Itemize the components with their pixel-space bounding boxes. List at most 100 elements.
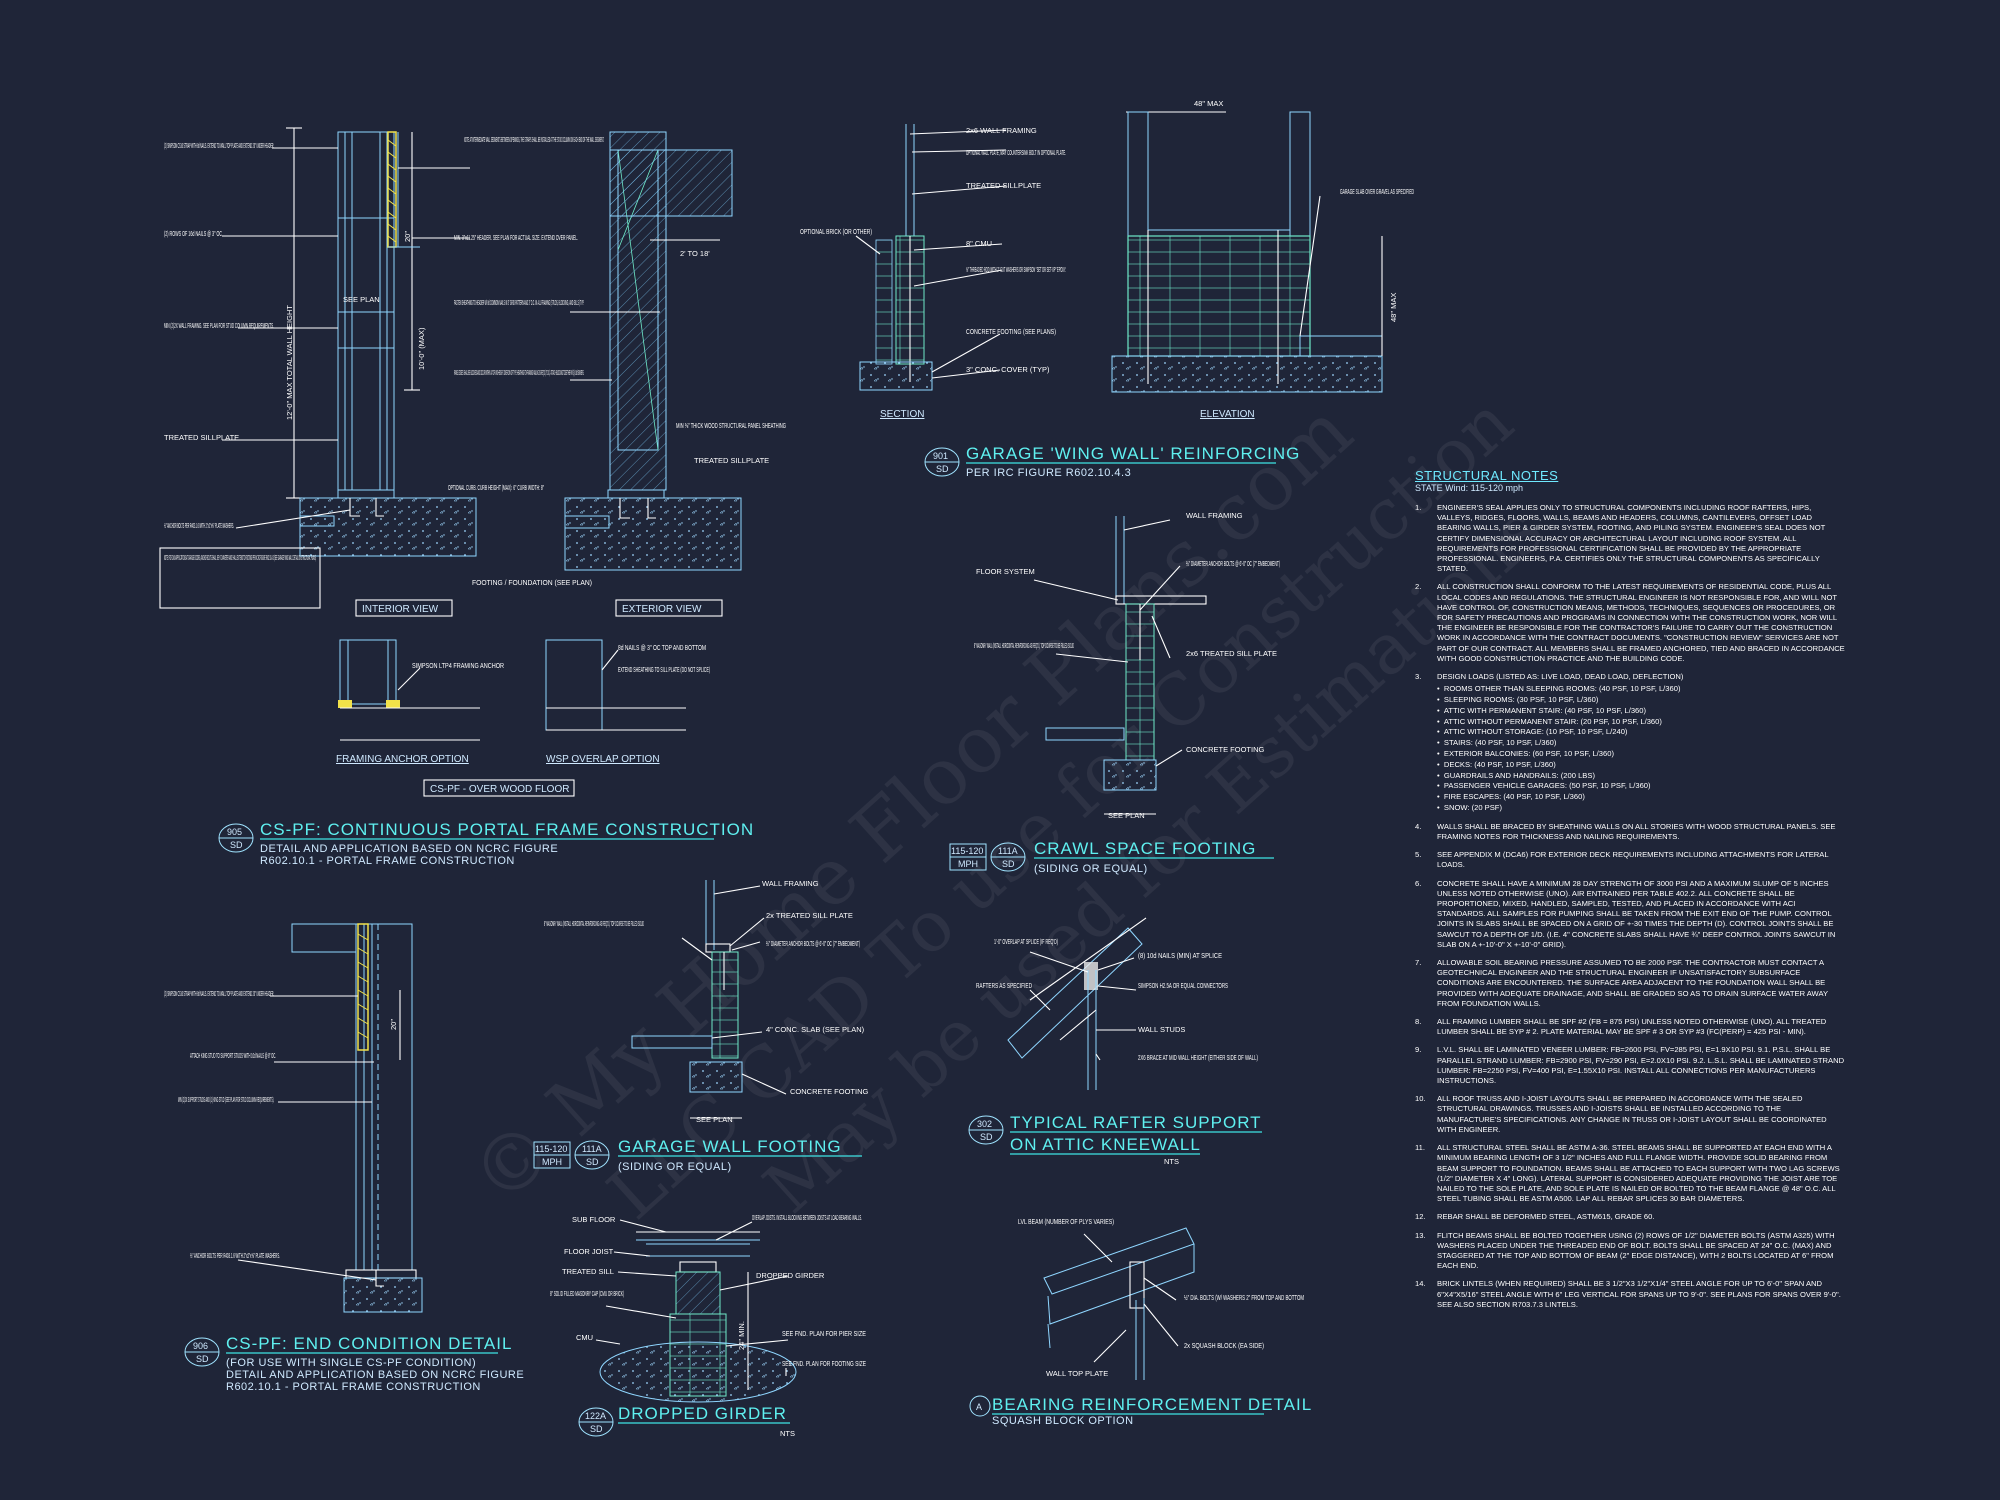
label-intermediate-note: NOTE: AT INTERMEDIATE WALL SEGMENTS BETW… — [464, 135, 604, 144]
bubble-906-top: 906 — [193, 1341, 208, 1351]
label-dropped-girder: DROPPED GIRDER — [756, 1271, 825, 1280]
interior-see-plan: SEE PLAN — [343, 295, 380, 304]
notes-subtitle: STATE Wind: 115-120 mph — [1415, 483, 1524, 493]
load-item: DECKS: (40 PSF, 10 PSF, L/360) — [1437, 760, 1845, 771]
label-sub-floor: SUB FLOOR — [572, 1215, 616, 1224]
load-item: EXTERIOR BALCONIES: (60 PSF, 10 PSF, L/3… — [1437, 749, 1845, 760]
label-footing-size: SEE FND. PLAN FOR FOOTING SIZE — [782, 1359, 866, 1368]
note-item: 4.WALLS SHALL BE BRACED BY SHEATHING WAL… — [1415, 821, 1836, 842]
label-cs16-906: (2) SIMPSON CS16 STRAP WITH 8d NAILS. EX… — [164, 989, 274, 998]
note-item: 6.CONCRETE SHALL HAVE A MINIMUM 28 DAY S… — [1415, 878, 1836, 949]
note-item: 1.ENGINEER'S SEAL APPLIES ONLY TO STRUCT… — [1415, 503, 1826, 574]
label-pier-size: SEE FND. PLAN FOR PIER SIZE — [782, 1329, 866, 1338]
framing-anchor-option: SIMPSON LTP4 FRAMING ANCHOR FRAMING ANCH… — [336, 639, 504, 765]
dim-10-max: 10'-0" (MAX) — [417, 327, 426, 370]
bearing-title-text: BEARING REINFORCEMENT DETAIL — [992, 1395, 1312, 1414]
label-squash-block: 2x SQUASH BLOCK (EA SIDE) — [1184, 1341, 1264, 1350]
load-item: ATTIC WITH PERMANENT STAIR: (40 PSF, 10 … — [1437, 706, 1845, 717]
note-item: 12.REBAR SHALL BE DEFORMED STEEL, ASTM61… — [1415, 1212, 1655, 1222]
rafter-bubble-bottom: SD — [980, 1132, 993, 1142]
girder-title-text: DROPPED GIRDER — [618, 1404, 787, 1423]
label-extend-sheathing: EXTEND SHEATHING TO SILL PLATE (DO NOT S… — [618, 665, 710, 674]
load-item: PASSENGER VEHICLE GARAGES: (50 PSF, 10 P… — [1437, 781, 1845, 792]
note-item: 9.L.V.L. SHALL BE LAMINATED VENEER LUMBE… — [1415, 1045, 1845, 1086]
label-simpson-h25a: SIMPSON H2.5A OR EQUAL CONNECTORS — [1138, 981, 1228, 990]
label-concrete-footing-901: CONCRETE FOOTING (SEE PLANS) — [966, 327, 1056, 336]
detail-901-title: 901 SD GARAGE 'WING WALL' REINFORCING PE… — [924, 444, 1299, 479]
detail-905-portal-frame: SEE PLAN 12'-0" MAX TOTAL WALL HEIGHT 10… — [159, 127, 786, 867]
load-item: SLEEPING ROOMS: (30 PSF, 10 PSF, L/360) — [1437, 695, 1845, 706]
load-item: ATTIC WITHOUT STORAGE: (10 PSF, 10 PSF, … — [1437, 727, 1845, 738]
label-king-stud: ATTACH KING STUD TO SUPPORT STUDS WITH 1… — [190, 1051, 276, 1060]
detail-a-bearing-reinforcement: LVL BEAM (NUMBER OF PLYS VARIES) ½" DIA.… — [969, 1217, 1312, 1427]
interior-footing — [299, 497, 477, 557]
label-support-studs: MIN (2)2X SUPPORT STUDS AND (1) KING STU… — [178, 1095, 274, 1104]
label-treated-sillplate-ext: TREATED SILLPLATE — [694, 456, 769, 465]
note-item: 8.ALL FRAMING LUMBER SHALL BE SPF #2 (Fb… — [1415, 1017, 1827, 1037]
label-panel-edges: PANEL EDGES SHALL BE BLOCKED AND OCCUR W… — [454, 368, 584, 377]
girder-bubble-top: 122A — [585, 1411, 606, 1421]
load-item: ROOMS OTHER THAN SLEEPING ROOMS: (40 PSF… — [1437, 684, 1845, 695]
label-treated-sillplate-901: TREATED SILLPLATE — [966, 181, 1041, 190]
interior-view-label: INTERIOR VIEW — [362, 604, 439, 615]
detail-crawl-space-footing: SEE PLAN WALL FRAMING FLOOR SYSTEM ½" DI… — [949, 511, 1280, 875]
interior-view-tag — [355, 599, 453, 617]
garage-bubble-bottom: SD — [586, 1157, 599, 1167]
note-item: 3.DESIGN LOADS (LISTED AS: LIVE LOAD, DE… — [1415, 672, 1684, 682]
bubble-906-bottom: SD — [196, 1354, 209, 1364]
label-min-2x-framing: MIN (2)2X WALL FRAMING. SEE PLAN FOR STU… — [164, 321, 274, 330]
label-concrete-footing-garage: CONCRETE FOOTING — [790, 1087, 868, 1096]
note-item: 10.ALL ROOF TRUSS AND I-JOIST LAYOUTS SH… — [1415, 1094, 1827, 1134]
label-treated-sill-crawl: 2x6 TREATED SILL PLATE — [1186, 649, 1277, 658]
dim-2-to-18: 2' TO 18' — [680, 249, 710, 258]
label-16d-nails: (2) ROWS OF 16d NAILS @ 3" OC — [164, 229, 222, 238]
garage-title: 115-120 MPH 111A SD GARAGE WALL FOOTING … — [533, 1137, 862, 1173]
bubble-901-bottom: SD — [936, 464, 949, 474]
label-wall-framing-garage: WALL FRAMING — [762, 879, 819, 888]
rafter-nts: NTS — [1164, 1157, 1179, 1166]
label-wall-framing-crawl: WALL FRAMING — [1186, 511, 1243, 520]
load-item: ATTIC WITHOUT PERMANENT STAIR: (20 PSF, … — [1437, 717, 1845, 728]
rafter-title-line2: ON ATTIC KNEEWALL — [1010, 1135, 1201, 1154]
label-optional-wall-plate: OPTIONAL WALL PLATE, MAY COUNTERSINK BOL… — [966, 148, 1066, 157]
rafter-bubble-top: 302 — [977, 1119, 992, 1129]
detail-302-rafter-support: 1'-0" OVERLAP AT SPLICE (IF REQ'D) RAFTE… — [968, 917, 1262, 1166]
detail-906-end-condition: 20" (2) SIMPSON CS16 STRAP WITH 8d NAILS… — [164, 923, 524, 1393]
girder-title: 122A SD DROPPED GIRDER NTS — [578, 1404, 795, 1438]
garage-bubble-top: 111A — [582, 1144, 602, 1154]
label-optional-curb: OPTIONAL CURB. CURB HEIGHT (MAX): 6" CUR… — [448, 483, 544, 492]
label-floor-system: FLOOR SYSTEM — [976, 567, 1035, 576]
label-anchor-bolts: ½" ANCHOR BOLTS PER R403.1.6 WITH 2"x2"x… — [164, 521, 234, 530]
load-item: SNOW: (20 PSF) — [1437, 803, 1845, 814]
bubble-905-bottom: SD — [230, 840, 243, 850]
over-wood-floor-tag — [423, 779, 575, 797]
exterior-view-label: EXTERIOR VIEW — [622, 604, 702, 615]
label-8d-nails: 8d NAILS @ 3" OC TOP AND BOTTOM — [618, 643, 706, 652]
load-item: GUARDRAILS AND HANDRAILS: (200 LBS) — [1437, 771, 1845, 782]
exterior-view-tag — [615, 599, 723, 617]
label-masonry-cap: 8" SOLID FILLED MASONRY CAP (CMU OR BRIC… — [550, 1289, 624, 1298]
label-overlap-splice: 1'-0" OVERLAP AT SPLICE (IF REQ'D) — [994, 937, 1058, 946]
crawl-see-plan: SEE PLAN — [1108, 811, 1145, 820]
elevation-cmu — [1127, 235, 1311, 357]
detail-905-title: 905 SD CS-PF: CONTINUOUS PORTAL FRAME CO… — [218, 820, 753, 867]
crawl-bubble-bottom: SD — [1002, 859, 1015, 869]
label-fasten-sheathing: FASTEN SHEATHING TO HEADER W/ 8d COMMON … — [454, 298, 584, 307]
wsp-overlap-option: 8d NAILS @ 3" OC TOP AND BOTTOM EXTEND S… — [545, 639, 710, 765]
label-wood-panel: MIN ⅜" THICK WOOD STRUCTURAL PANEL SHEAT… — [676, 421, 786, 430]
bearing-bubble: A — [976, 1402, 982, 1412]
detail-906-subtitle3: R602.10.1 - PORTAL FRAME CONSTRUCTION — [226, 1381, 481, 1393]
rafter-title-line1: TYPICAL RAFTER SUPPORT — [1010, 1113, 1262, 1132]
label-concrete-footing-crawl: CONCRETE FOOTING — [1186, 745, 1264, 754]
detail-906-subtitle2: DETAIL AND APPLICATION BASED ON NCRC FIG… — [226, 1369, 524, 1381]
label-wall-top-plate: WALL TOP PLATE — [1046, 1369, 1108, 1378]
note-item: 11.ALL STRUCTURAL STEEL SHALL BE ASTM A-… — [1415, 1143, 1840, 1204]
detail-901-subtitle: PER IRC FIGURE R602.10.4.3 — [966, 467, 1131, 479]
girder-nts: NTS — [780, 1429, 795, 1438]
label-conc-cover: 3" CONC. COVER (TYP) — [966, 365, 1050, 374]
girder-bubble-bottom: SD — [590, 1424, 603, 1434]
label-masonry-wall-crawl: 8" MASONRY WALL (INSTALL HORIZONTAL REIN… — [974, 641, 1074, 650]
label-2x6-brace: 2X6 BRACE AT MID WALL HEIGHT (EITHER SID… — [1138, 1053, 1258, 1062]
label-anchor-bolts-crawl: ½" DIAMETER ANCHOR BOLTS @ 6'-0" OC (7" … — [1186, 559, 1280, 568]
dim-24-min: 24" MIN. — [737, 1321, 746, 1350]
